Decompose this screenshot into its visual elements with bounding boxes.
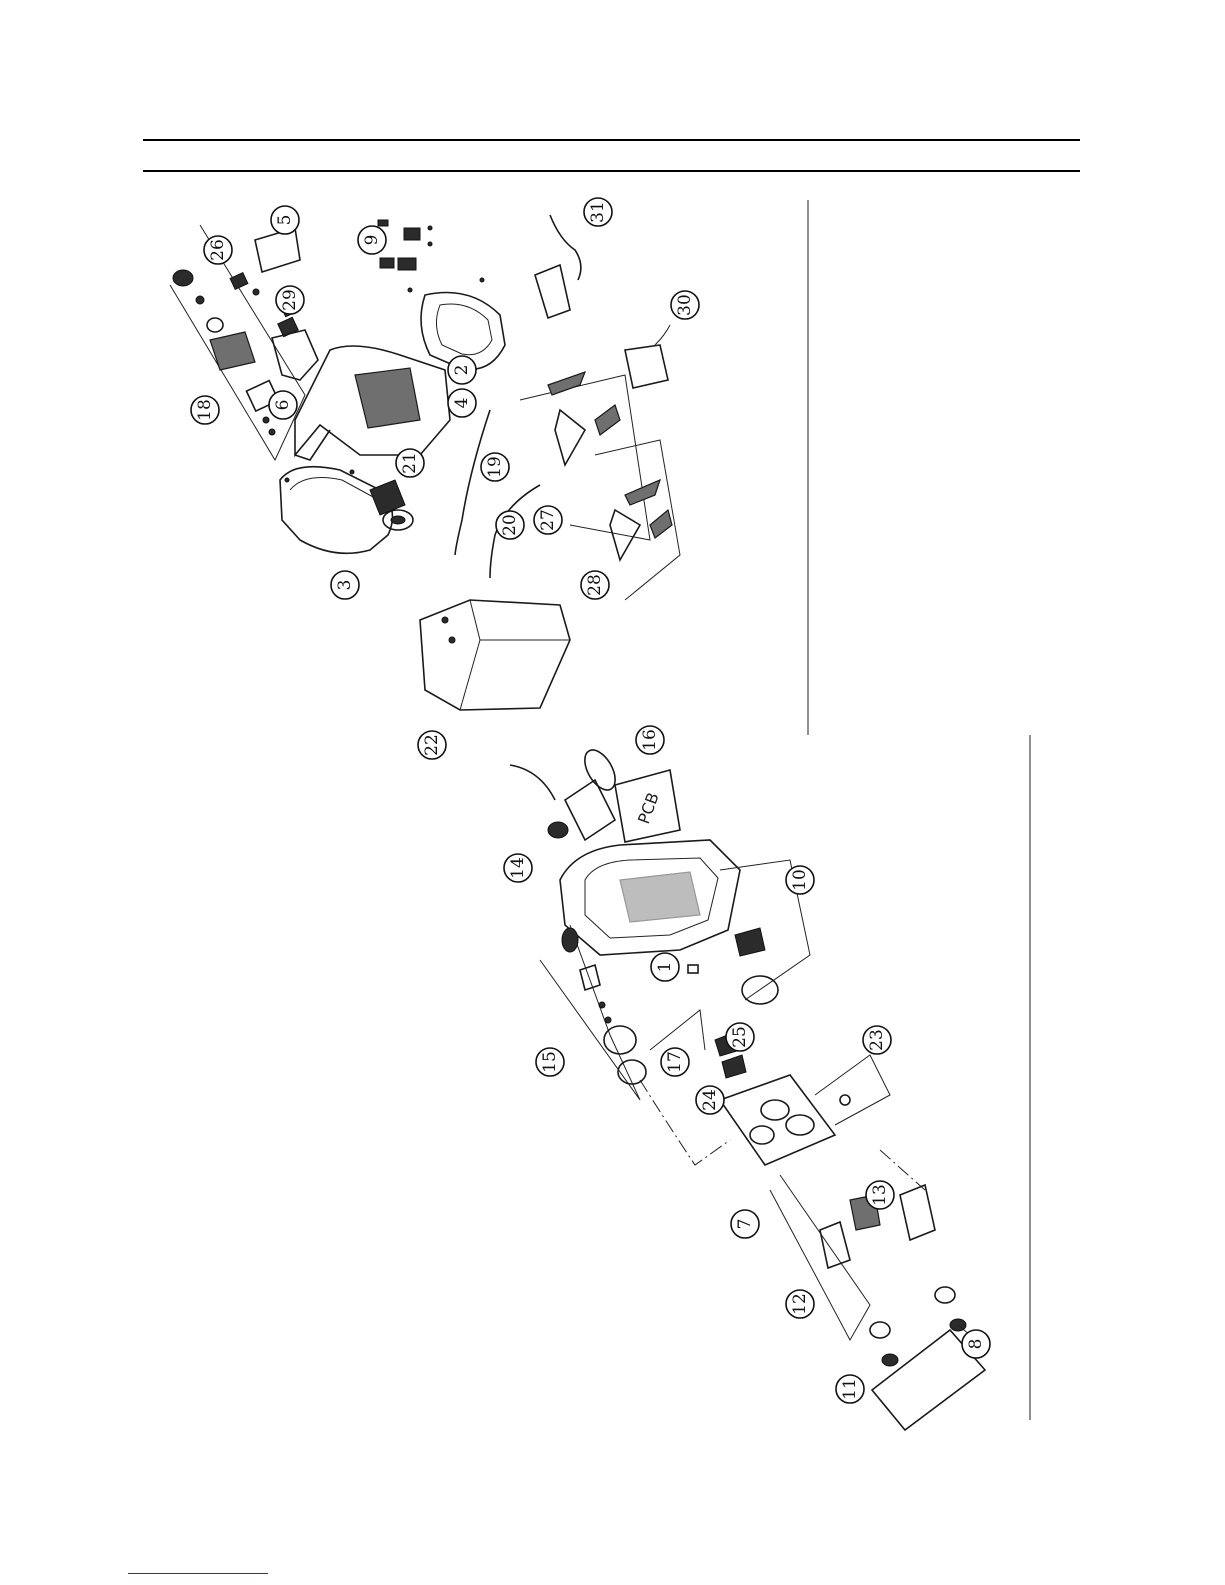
callout-number: 9 <box>362 235 382 246</box>
part-2-4-frame <box>408 278 505 369</box>
callout-number: 28 <box>585 574 605 596</box>
part-18-switch-assembly <box>170 225 305 460</box>
part-14-compressor <box>510 745 621 840</box>
callout-30: 30 <box>671 291 699 319</box>
part-30-charger <box>625 325 670 388</box>
callout-25: 25 <box>726 1023 754 1051</box>
callout-21: 21 <box>396 449 424 477</box>
callout-11: 11 <box>836 1375 864 1403</box>
callout-number: 7 <box>735 1219 755 1230</box>
callout-24: 24 <box>696 1086 724 1114</box>
footer-link-underline[interactable] <box>128 1573 268 1574</box>
part-9-connectors <box>378 220 432 270</box>
callout-15: 15 <box>536 1048 564 1076</box>
callout-number: 20 <box>500 514 520 536</box>
part-7-end-plate <box>640 1075 835 1165</box>
part-3-shell <box>280 467 393 554</box>
callout-number: 25 <box>730 1026 750 1048</box>
callout-number: 15 <box>540 1051 560 1073</box>
callout-number: 30 <box>675 294 695 316</box>
callout-18: 18 <box>191 396 219 424</box>
part-31-car-adapter <box>535 215 581 318</box>
parts-27-28-clamps <box>520 372 680 600</box>
callout-20: 20 <box>496 511 524 539</box>
callout-22: 22 <box>418 731 446 759</box>
callout-number: 12 <box>790 1293 810 1315</box>
callout-number: 13 <box>870 1184 890 1206</box>
part-22-battery <box>420 600 570 710</box>
callout-number: 27 <box>538 509 558 531</box>
callout-number: 24 <box>700 1089 720 1111</box>
callout-number: 21 <box>400 452 420 474</box>
part-1-bottom-housing <box>560 840 740 955</box>
callout-number: 18 <box>195 399 215 421</box>
callout-number: 31 <box>588 201 608 223</box>
callout-number: 8 <box>966 1339 986 1350</box>
callout-number: 11 <box>840 1378 860 1400</box>
callout-14: 14 <box>504 854 532 882</box>
callout-3: 3 <box>331 571 359 599</box>
callout-6: 6 <box>269 391 297 419</box>
callout-number: 23 <box>867 1029 887 1051</box>
top-housing <box>295 346 450 460</box>
callout-4: 4 <box>448 389 476 417</box>
callout-31: 31 <box>584 198 612 226</box>
callout-12: 12 <box>786 1290 814 1318</box>
callout-number: 22 <box>422 734 442 756</box>
callout-8: 8 <box>962 1330 990 1358</box>
callout-19: 19 <box>481 453 509 481</box>
callout-28: 28 <box>581 571 609 599</box>
callout-number: 19 <box>485 456 505 478</box>
hoses-19-20 <box>455 410 540 578</box>
callout-2: 2 <box>448 356 476 384</box>
callout-number: 29 <box>280 289 300 311</box>
callout-number: 5 <box>275 215 295 226</box>
callout-number: 3 <box>335 580 355 591</box>
part-23 <box>815 1055 890 1125</box>
callout-29: 29 <box>276 286 304 314</box>
part-5-cover <box>255 228 300 272</box>
callout-7: 7 <box>731 1210 759 1238</box>
part-16-pcb: PCB <box>615 770 680 842</box>
callout-number: 26 <box>208 239 228 261</box>
pcb-label: PCB <box>634 790 663 826</box>
callout-number: 6 <box>273 400 293 411</box>
callout-23: 23 <box>863 1026 891 1054</box>
callout-17: 17 <box>661 1048 689 1076</box>
callout-16: 16 <box>636 726 664 754</box>
callout-10: 10 <box>786 866 814 894</box>
callout-13: 13 <box>866 1181 894 1209</box>
callout-number: 14 <box>508 857 528 879</box>
callout-9: 9 <box>358 226 386 254</box>
callout-number: 10 <box>790 869 810 891</box>
callout-number: 2 <box>452 365 472 376</box>
callout-27: 27 <box>534 506 562 534</box>
callout-number: 1 <box>655 962 675 973</box>
callout-5: 5 <box>271 206 299 234</box>
callout-number: 4 <box>452 398 472 409</box>
callout-1: 1 <box>651 953 679 981</box>
callout-number: 16 <box>640 729 660 751</box>
callout-number: 17 <box>665 1051 685 1073</box>
callout-26: 26 <box>204 236 232 264</box>
